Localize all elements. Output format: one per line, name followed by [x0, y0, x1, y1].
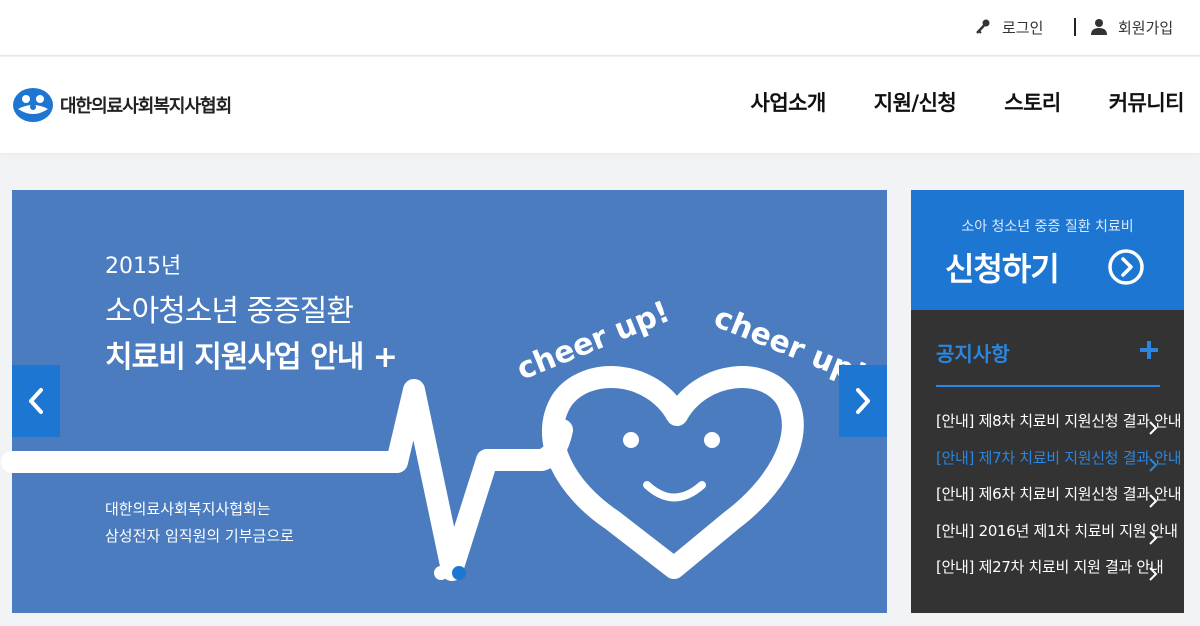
notice-item-title: [안내] 제8차 치료비 지원신청 결과 안내	[936, 412, 1182, 430]
user-icon	[1091, 19, 1107, 35]
nav-item-business[interactable]: 사업소개	[750, 91, 827, 115]
notice-item-title: [안내] 제27차 치료비 지원 결과 안내	[936, 558, 1164, 576]
circle-chevron-right-icon	[1108, 249, 1144, 285]
main-nav: 사업소개 지원/신청 스토리 커뮤니티	[703, 87, 1185, 117]
notice-item-title: [안내] 2016년 제1차 치료비 지원 안내	[936, 521, 1178, 540]
plus-icon[interactable]	[1139, 340, 1159, 360]
chevron-right-icon	[1149, 421, 1158, 435]
notice-item-title: [안내] 제6차 치료비 지원신청 결과 안내	[936, 485, 1182, 503]
notice-item[interactable]: [안내] 2016년 제1차 치료비 지원 안내	[936, 520, 1178, 557]
notice-item[interactable]: [안내] 제7차 치료비 지원신청 결과 안내	[936, 447, 1182, 484]
chevron-right-icon	[1149, 494, 1158, 508]
notice-item-title: [안내] 제7차 치료비 지원신청 결과 안내	[936, 448, 1182, 467]
apply-title: 신청하기	[945, 250, 1060, 288]
apply-subtitle: 소아 청소년 중증 질환 치료비	[961, 219, 1134, 235]
site-header: 대한의료사회복지사협회 사업소개 지원/신청 스토리 커뮤니티	[0, 57, 1200, 153]
banner-subtext-2: 삼성전자 임직원의 기부금으로	[105, 527, 294, 545]
chevron-right-icon	[1149, 530, 1158, 545]
notice-item[interactable]: [안내] 제8차 치료비 지원신청 결과 안내	[936, 410, 1182, 447]
notice-panel: 공지사항 [안내] 제8차 치료비 지원신청 결과 안내 [안내] 제7차 치료…	[911, 310, 1184, 613]
slider-dot-1[interactable]	[434, 566, 448, 580]
login-link[interactable]: 로그인	[974, 14, 1043, 40]
chevron-right-icon	[1149, 567, 1158, 581]
top-utility-bar: 로그인 회원가입	[0, 0, 1200, 56]
chevron-right-icon	[1149, 457, 1158, 472]
nav-item-support[interactable]: 지원/신청	[873, 91, 957, 115]
slider-prev-button[interactable]	[12, 365, 60, 437]
banner-headline-2[interactable]: 치료비 지원사업 안내 +	[105, 340, 398, 375]
slider-pagination	[434, 566, 470, 580]
banner-headline-1: 소아청소년 중증질환	[105, 294, 354, 329]
association-logo-icon	[13, 88, 53, 122]
notice-item[interactable]: [안내] 제27차 치료비 지원 결과 안내	[936, 556, 1176, 593]
nav-item-community[interactable]: 커뮤니티	[1108, 91, 1185, 115]
slider-dot-2[interactable]	[452, 566, 466, 580]
banner-year: 2015년	[105, 254, 182, 279]
login-label: 로그인	[1002, 18, 1044, 37]
main-banner-slider[interactable]: cheer up! cheer up! 2015년 소아청소년 중증질환 치료비…	[1, 190, 887, 613]
nav-item-story[interactable]: 스토리	[1004, 91, 1061, 115]
notice-title[interactable]: 공지사항	[936, 342, 1010, 366]
divider	[1074, 18, 1076, 36]
join-link[interactable]: 회원가입	[1074, 14, 1173, 40]
chevron-right-icon	[856, 388, 870, 414]
banner-subtext-1: 대한의료사회복지사협회는	[105, 500, 271, 518]
logo-text: 대한의료사회복지사협회	[60, 96, 232, 117]
slider-next-button[interactable]	[839, 365, 887, 437]
join-label: 회원가입	[1118, 18, 1174, 37]
chevron-left-icon	[29, 388, 43, 414]
notice-divider	[936, 385, 1160, 387]
notice-list: [안내] 제8차 치료비 지원신청 결과 안내 [안내] 제7차 치료비 지원신…	[936, 410, 1182, 593]
key-icon	[976, 19, 990, 34]
site-logo[interactable]: 대한의료사회복지사협회	[12, 85, 232, 125]
apply-button[interactable]: 소아 청소년 중증 질환 치료비 신청하기	[911, 190, 1184, 310]
notice-item[interactable]: [안내] 제6차 치료비 지원신청 결과 안내	[936, 483, 1182, 520]
